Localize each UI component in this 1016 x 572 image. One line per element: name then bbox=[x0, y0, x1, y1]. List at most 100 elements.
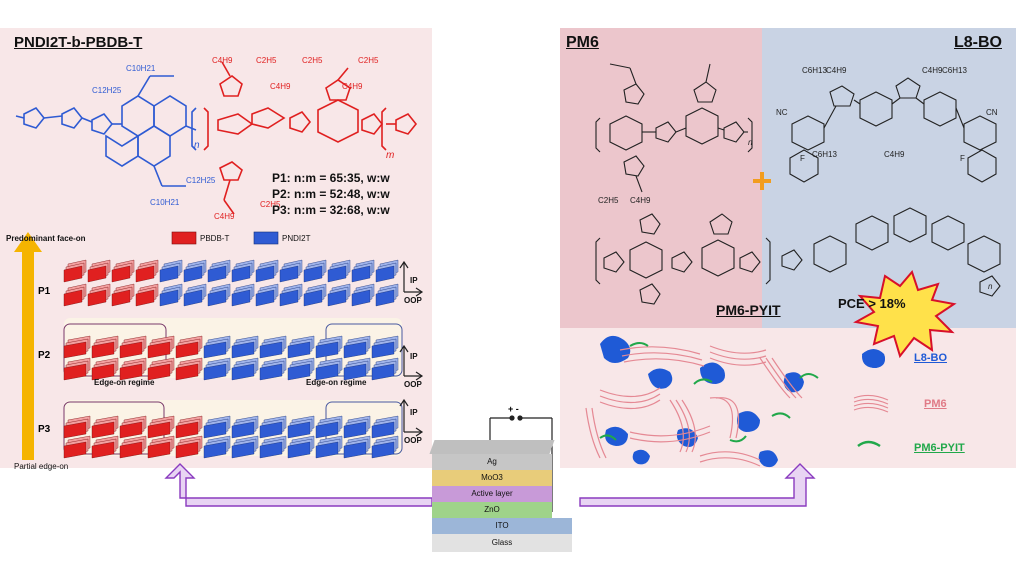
pndi2t-block bbox=[371, 363, 395, 381]
chem-c4-left: C4H9 bbox=[212, 56, 233, 65]
legend-pbdbt-swatch bbox=[171, 231, 197, 245]
layer-zno: ZnO bbox=[432, 502, 552, 518]
end-thiophene bbox=[395, 112, 418, 135]
chem-c4-left-r: C4H9 bbox=[826, 66, 847, 75]
layer-ag: Ag bbox=[432, 454, 552, 470]
layer-ito: ITO bbox=[432, 518, 572, 534]
chem-c12-top: C12H25 bbox=[92, 86, 122, 95]
pbdbt-block bbox=[119, 441, 143, 459]
axis-oop-3: OOP bbox=[404, 436, 422, 445]
pbdbt-block bbox=[175, 441, 199, 459]
legend-pm6pyit-swatch bbox=[857, 440, 881, 448]
pbdbt-block bbox=[63, 265, 83, 283]
axis-oop-1: OOP bbox=[404, 296, 422, 305]
pndi2t-block bbox=[259, 341, 283, 359]
pndi2t-block bbox=[259, 441, 283, 459]
pce-label: PCE > 18% bbox=[838, 296, 906, 311]
chem-c2-left: C2H5 bbox=[256, 56, 277, 65]
morphology-panel bbox=[560, 328, 1016, 468]
row-label-p2: P2 bbox=[38, 350, 51, 361]
pbdbt-block bbox=[91, 341, 115, 359]
pbdbt-block bbox=[111, 289, 131, 307]
pndi2t-block bbox=[351, 289, 371, 307]
chem-c12-bottom: C12H25 bbox=[186, 176, 216, 185]
pndi2t-block bbox=[303, 289, 323, 307]
chem-nc: NC bbox=[776, 108, 788, 117]
axis-ip-2: IP bbox=[410, 352, 418, 361]
plus-sign bbox=[753, 172, 771, 190]
pndi2t-block bbox=[255, 265, 275, 283]
pbdbt-block bbox=[135, 265, 155, 283]
pndi2t-block bbox=[287, 363, 311, 381]
layer-glass: Glass bbox=[432, 534, 572, 552]
pbdbt-block bbox=[63, 441, 87, 459]
chem-c2-right: C2H5 bbox=[358, 56, 379, 65]
axes bbox=[399, 260, 424, 437]
ratio-p1: P1: n:m = 65:35, w:w bbox=[272, 171, 390, 185]
pm6pyit-chains bbox=[599, 342, 819, 443]
legend-pm6-label: PM6 bbox=[924, 398, 947, 410]
chem-c2-pyit: C2H5 bbox=[598, 196, 619, 205]
left-panel-title: PNDI2T-b-PBDB-T bbox=[14, 34, 143, 51]
pndi2t-block bbox=[343, 341, 367, 359]
pbdbt-block bbox=[175, 421, 199, 439]
row-label-p1: P1 bbox=[38, 286, 51, 297]
legend-pndi2t-label: PNDI2T bbox=[282, 234, 311, 243]
legend-l8bo-label: L8-BO bbox=[914, 352, 947, 364]
pndi2t-block bbox=[231, 289, 251, 307]
pndi2t-block bbox=[203, 441, 227, 459]
axis-ip-1: IP bbox=[410, 276, 418, 285]
pndi2t-block bbox=[315, 421, 339, 439]
pce-starburst bbox=[853, 270, 957, 359]
chem-c6-bottom: C6H13 bbox=[812, 150, 837, 159]
lamellar-blocks bbox=[63, 259, 399, 459]
pndi2t-block bbox=[371, 421, 395, 439]
edge-on-right-label: Edge-on regime bbox=[306, 378, 367, 387]
pm6-structure bbox=[595, 63, 753, 193]
chem-n: n bbox=[194, 140, 200, 151]
pndi2t-block bbox=[343, 421, 367, 439]
pndi2t-block bbox=[203, 341, 227, 359]
pndi2t-block bbox=[207, 289, 227, 307]
ratio-p3: P3: n:m = 32:68, w:w bbox=[272, 203, 390, 217]
axis-oop-2: OOP bbox=[404, 380, 422, 389]
pndi2t-block bbox=[279, 289, 299, 307]
edge-on-left-label: Edge-on regime bbox=[94, 378, 155, 387]
chem-n-pyit: n bbox=[988, 282, 993, 291]
pndi2t-block bbox=[315, 363, 339, 381]
chem-c10-bottom: C10H21 bbox=[150, 198, 180, 207]
pndi2t-block bbox=[259, 363, 283, 381]
pbdbt-block bbox=[63, 289, 83, 307]
chem-f-left: F bbox=[800, 154, 805, 163]
pbdbt-block bbox=[135, 289, 155, 307]
pndi2t-block bbox=[287, 441, 311, 459]
row-label-p3: P3 bbox=[38, 424, 51, 435]
chem-c6-left: C6H13 bbox=[802, 66, 827, 75]
pndi2t-block bbox=[315, 441, 339, 459]
left-panel-graphics bbox=[14, 61, 424, 460]
pndi2t-structure bbox=[23, 75, 197, 187]
pndi2t-block bbox=[183, 265, 203, 283]
legend-pbdbt-label: PBDB-T bbox=[200, 234, 230, 243]
chem-c4-right-r: C4H9 bbox=[922, 66, 943, 75]
chem-c6-right: C6H13 bbox=[942, 66, 967, 75]
pndi2t-block bbox=[231, 421, 255, 439]
pbdbt-block bbox=[63, 363, 87, 381]
chem-f-right: F bbox=[960, 154, 965, 163]
pbdbt-block bbox=[63, 341, 87, 359]
pndi2t-block bbox=[203, 363, 227, 381]
l8bo-structure bbox=[789, 77, 997, 183]
pm6pyit-structure bbox=[595, 207, 1001, 305]
pbdbt-block bbox=[147, 421, 171, 439]
ag-top bbox=[429, 440, 555, 454]
right-panel-graphics bbox=[585, 63, 1001, 468]
chem-c4-pyit: C4H9 bbox=[630, 196, 651, 205]
chem-c2-mid: C2H5 bbox=[302, 56, 323, 65]
pndi2t-block bbox=[375, 289, 395, 307]
pbdbt-block bbox=[147, 341, 171, 359]
arrow-bottom-label: Partial edge-on bbox=[14, 462, 69, 471]
chem-c4-bottom: C4H9 bbox=[214, 212, 235, 221]
l8bo-title: L8-BO bbox=[954, 34, 1002, 51]
pndi2t-block bbox=[287, 421, 311, 439]
pbdbt-block bbox=[111, 265, 131, 283]
